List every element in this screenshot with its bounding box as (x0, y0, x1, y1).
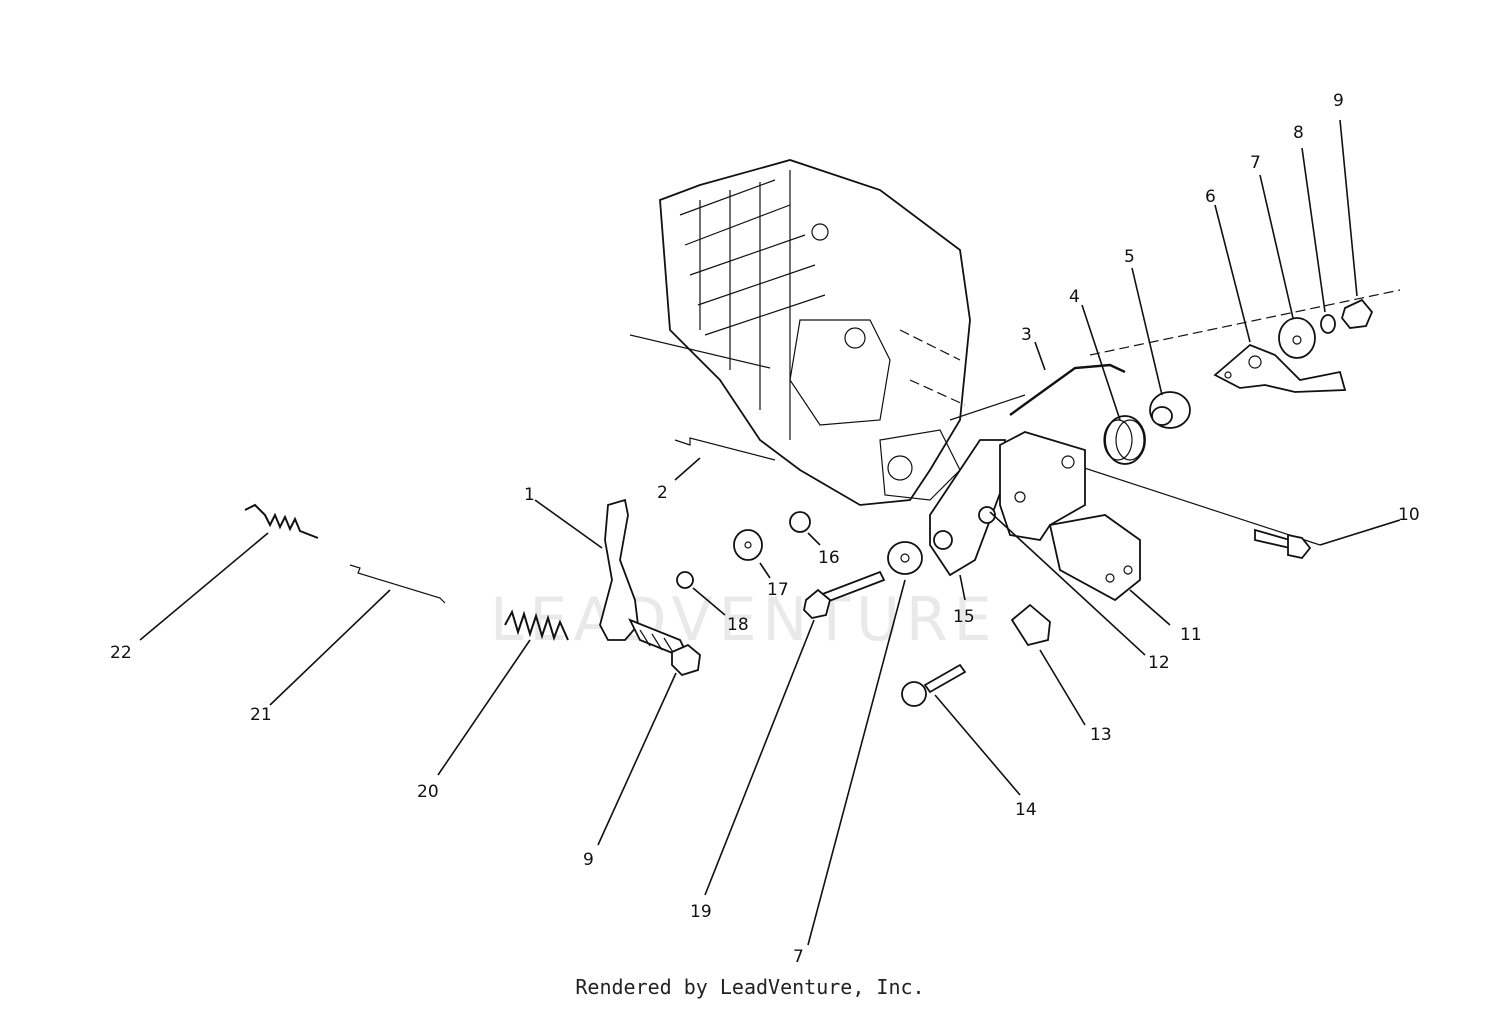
callout-2: 2 (657, 483, 668, 503)
screw-14 (901, 663, 967, 707)
callout-15: 15 (953, 607, 975, 627)
callout-4: 4 (1069, 287, 1080, 307)
callout-13: 13 (1090, 725, 1112, 745)
leader-lines (139, 119, 1401, 946)
callout-19: 19 (690, 902, 712, 922)
callout-14: 14 (1015, 800, 1037, 820)
bolt-19 (803, 570, 886, 619)
callout-16: 16 (818, 548, 840, 568)
callout-10: 10 (1398, 505, 1420, 525)
callout-5: 5 (1124, 247, 1135, 267)
callout-7-top: 7 (1250, 153, 1261, 173)
bushing (1149, 391, 1191, 429)
callout-6: 6 (1205, 187, 1216, 207)
governor-rod (674, 437, 776, 461)
washer-17 (733, 529, 763, 561)
lever-plate (1213, 343, 1347, 393)
callout-17: 17 (767, 580, 789, 600)
lock-washer (1320, 314, 1336, 334)
washer-bottom (887, 541, 923, 575)
footer-credit: Rendered by LeadVenture, Inc. (575, 975, 925, 999)
callout-12: 12 (1148, 653, 1170, 673)
bracket-arm (929, 439, 1006, 577)
engine-block (659, 159, 971, 506)
callout-7-bottom: 7 (793, 947, 804, 967)
callout-20: 20 (417, 782, 439, 802)
clip-nut (1010, 603, 1051, 647)
mount-plate (1048, 514, 1141, 602)
callout-11: 11 (1180, 625, 1202, 645)
washer-18 (676, 571, 694, 589)
rod-21 (349, 564, 446, 604)
spring-coil (1103, 415, 1146, 465)
bushing-16 (789, 511, 811, 533)
callout-8: 8 (1293, 123, 1304, 143)
callout-18: 18 (727, 615, 749, 635)
callout-3: 3 (1021, 325, 1032, 345)
callout-1: 1 (524, 485, 535, 505)
nut-bottom (671, 643, 701, 677)
nut-top (1341, 298, 1374, 329)
callout-21: 21 (250, 705, 272, 725)
washer-top (1278, 317, 1316, 359)
callout-22: 22 (110, 643, 132, 663)
callout-labels: 1 2 3 4 5 6 7 8 9 10 11 12 13 14 15 16 1… (110, 91, 1420, 967)
callout-9-top: 9 (1333, 91, 1344, 111)
watermark: LEADVENTURE (490, 585, 998, 655)
callout-9-bottom: 9 (583, 850, 594, 870)
spring-22 (244, 503, 319, 539)
bolt-10 (1254, 528, 1312, 559)
link-rod (1009, 363, 1126, 416)
spring-20 (504, 609, 569, 642)
